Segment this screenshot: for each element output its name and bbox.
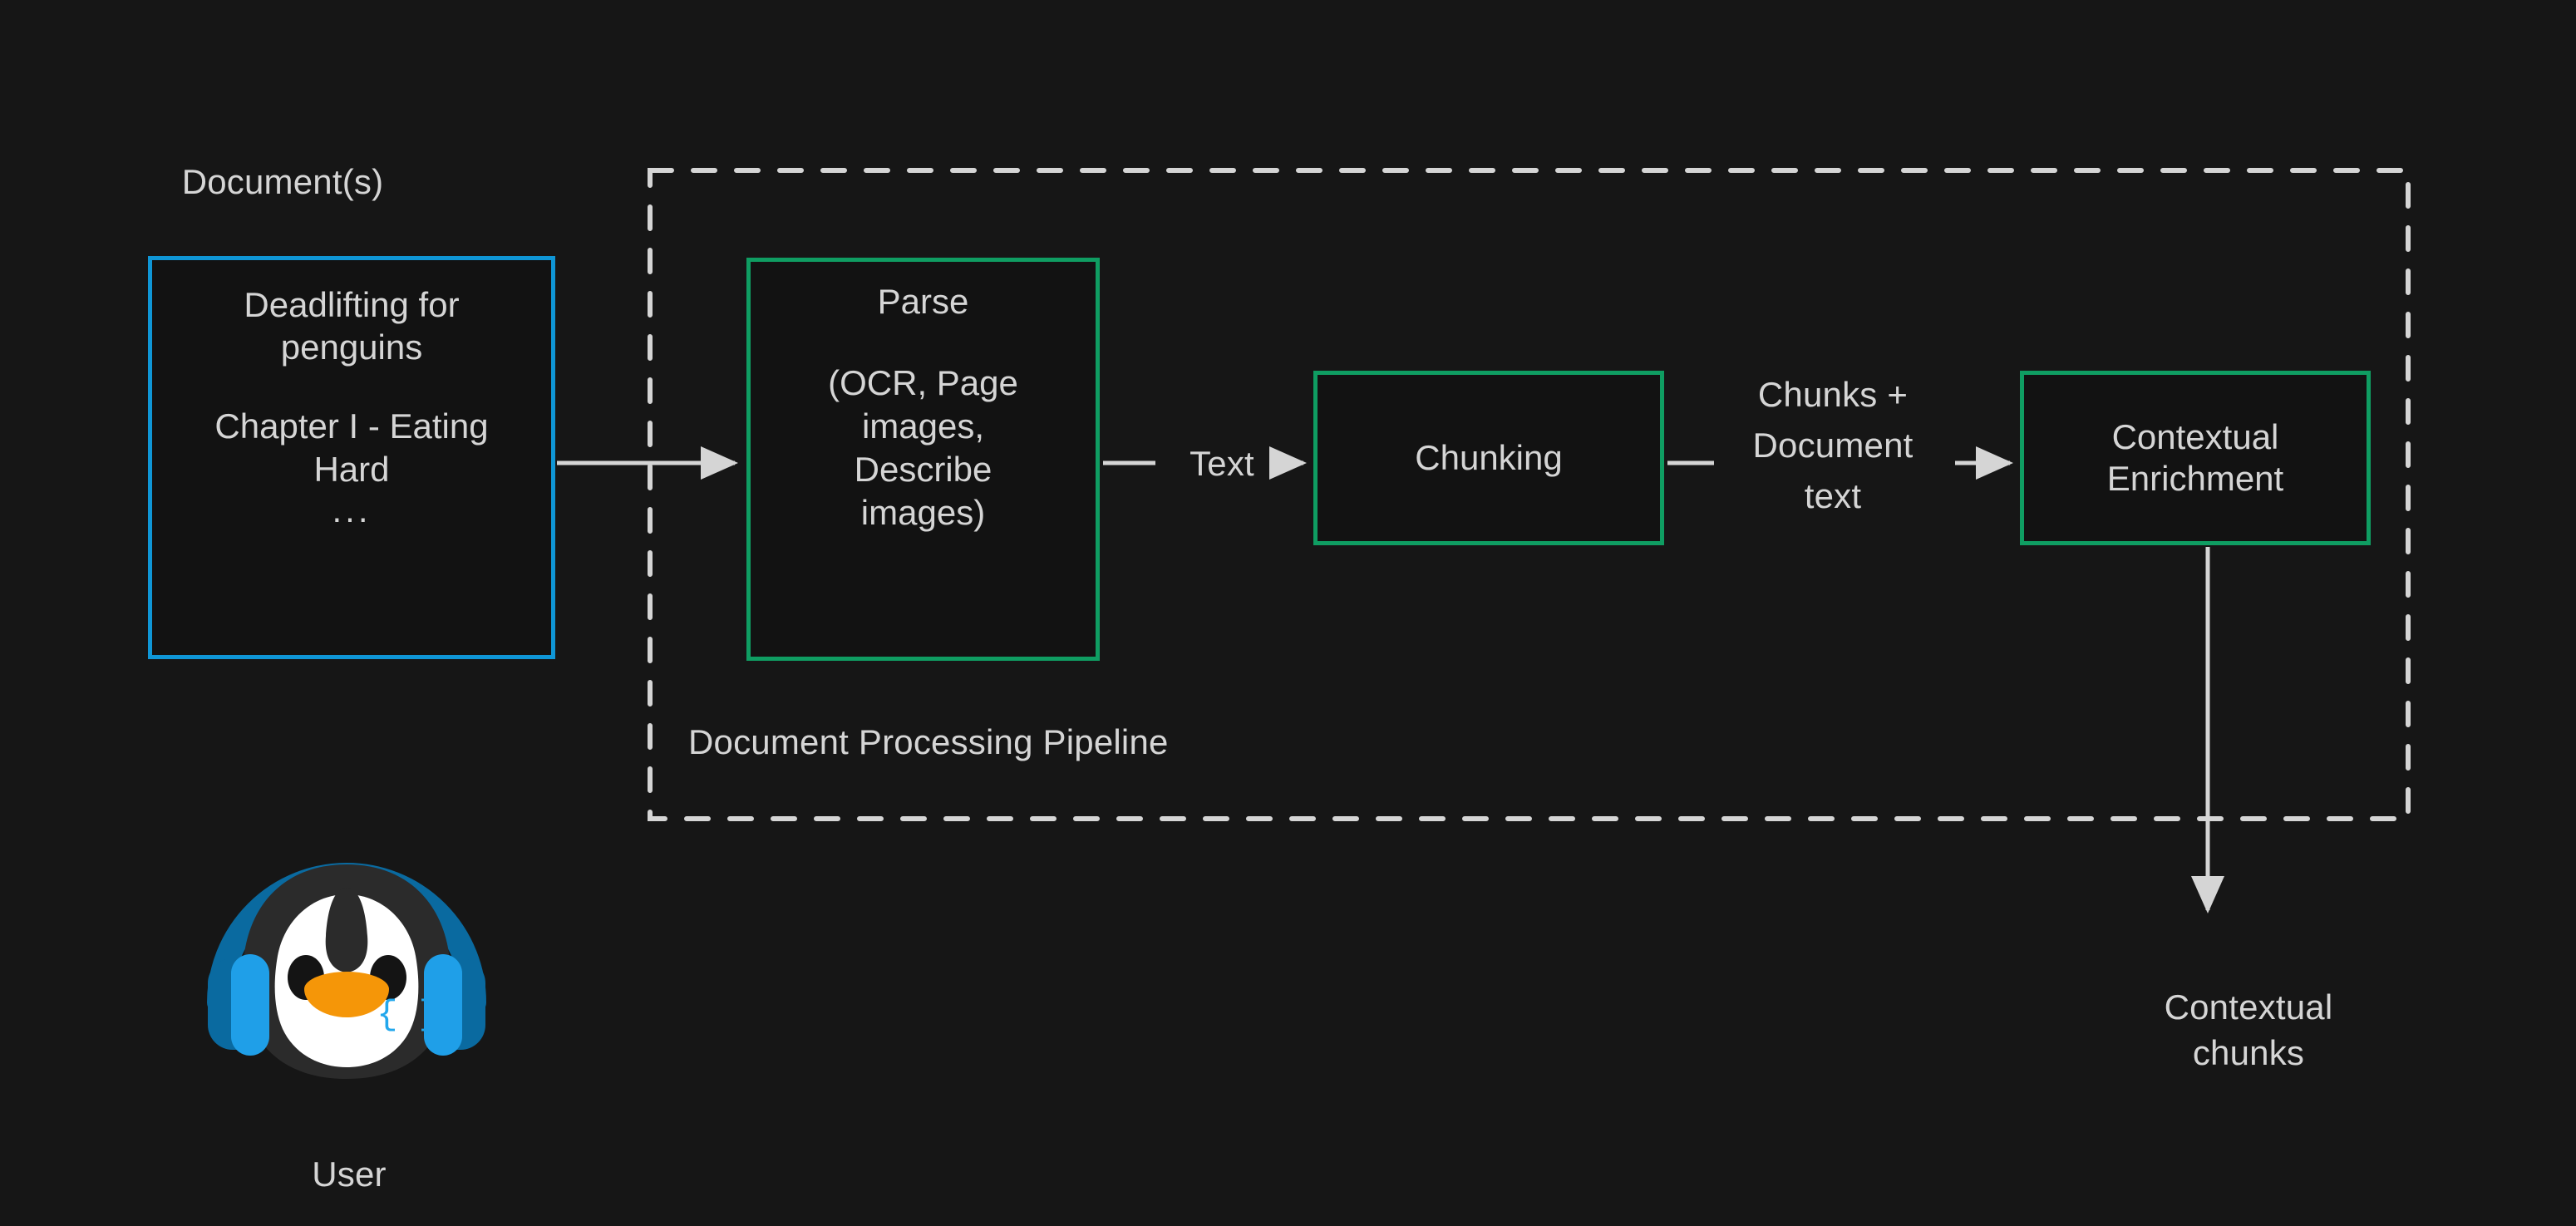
document-chapter: Chapter I - Eating Hard — [214, 406, 489, 489]
node-parse-subtitle: (OCR, Page images, Describe images) — [828, 363, 1018, 533]
document-caption: Document(s) — [181, 162, 384, 201]
document-title: Deadlifting for penguins — [244, 285, 460, 367]
document-box-content: Deadlifting for penguins Chapter I - Eat… — [152, 260, 551, 655]
headphone-earcup-left-icon — [231, 954, 269, 1056]
headphone-earcup-right-icon — [424, 954, 462, 1056]
penguin-forehead-wedge — [325, 888, 368, 972]
document-box[interactable]: Deadlifting for penguins Chapter I - Eat… — [148, 256, 555, 659]
edge-label-text: Text — [1189, 444, 1254, 483]
node-parse[interactable]: Parse (OCR, Page images, Describe images… — [746, 258, 1100, 661]
document-ellipsis: ... — [332, 490, 372, 529]
output-label-contextual-chunks: Contextual chunks — [2164, 987, 2333, 1072]
node-contextual-enrichment-label: Contextual Enrichment — [2106, 416, 2284, 498]
actor-label-user: User — [312, 1155, 387, 1194]
node-chunking[interactable]: Chunking — [1313, 371, 1664, 545]
node-chunking-label: Chunking — [1415, 437, 1563, 477]
node-contextual-enrichment[interactable]: Contextual Enrichment — [2020, 371, 2371, 545]
node-parse-title: Parse — [877, 282, 969, 321]
pipeline-label: Document Processing Pipeline — [688, 722, 1169, 761]
edge-label-chunks-document-text: Chunks + Document text — [1752, 375, 1914, 515]
penguin-beak-icon — [304, 972, 389, 1017]
penguin-avatar-icon: { } — [207, 863, 486, 1079]
